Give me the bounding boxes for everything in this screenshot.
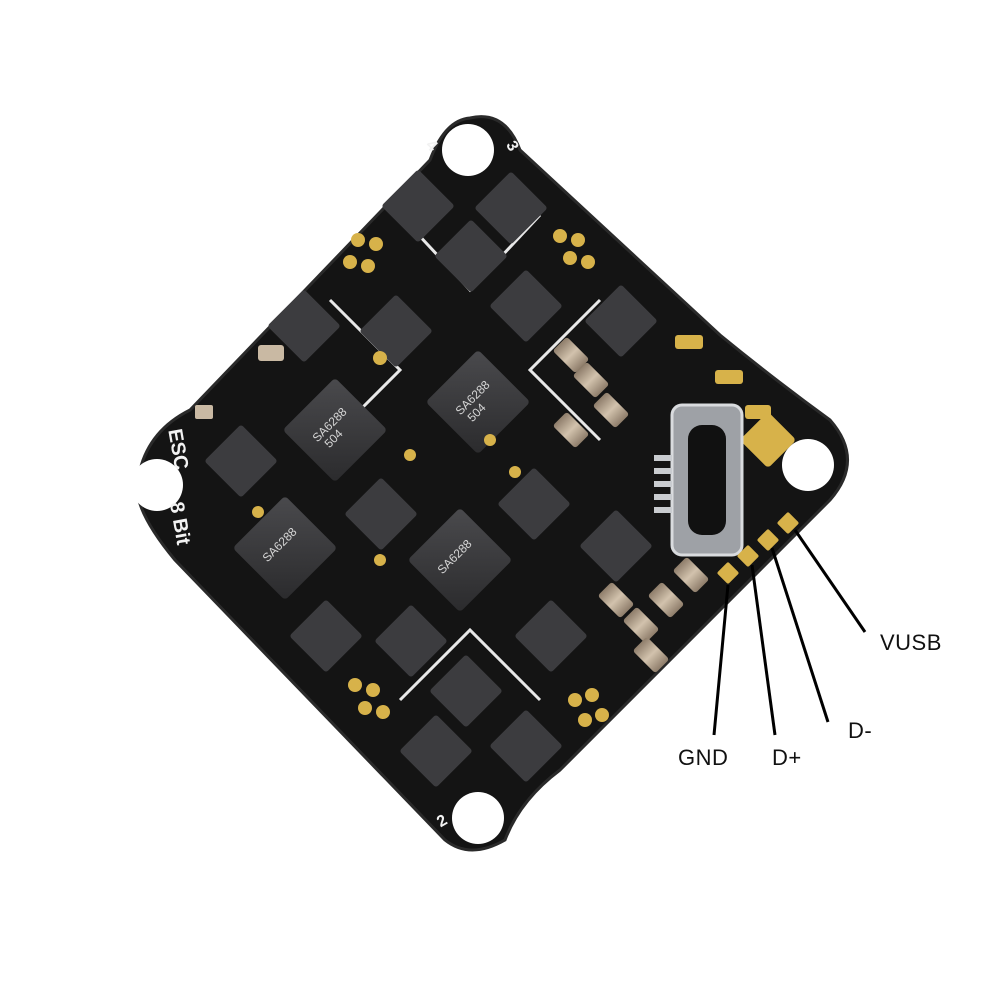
- mosfet: [382, 170, 454, 242]
- callout-line-vusb: [793, 529, 867, 633]
- micro-usb-port: [654, 403, 744, 557]
- mosfet: [268, 290, 340, 362]
- mosfet: [498, 468, 570, 540]
- mosfet: [490, 710, 562, 782]
- mosfet: [435, 220, 507, 292]
- mosfet: [400, 715, 472, 787]
- mounting-holes: [131, 124, 834, 844]
- pad-d-minus: [757, 529, 779, 551]
- main-chips: [234, 351, 529, 611]
- main-chip: [427, 351, 529, 453]
- solder-pads: [252, 229, 795, 727]
- mosfet: [585, 285, 657, 357]
- label-gnd: GND: [678, 745, 729, 770]
- mounting-hole-top: [442, 124, 494, 176]
- pad-gnd: [717, 562, 739, 584]
- label-d-minus: D-: [848, 718, 873, 743]
- mosfet: [290, 600, 362, 672]
- mosfet: [515, 600, 587, 672]
- pad-vusb: [777, 512, 799, 534]
- mosfet: [345, 478, 417, 550]
- mounting-hole-left: [131, 459, 183, 511]
- callout-line-d-minus: [770, 547, 830, 723]
- main-chip: [234, 497, 336, 599]
- callout-lines: [712, 529, 867, 736]
- mosfet: [490, 270, 562, 342]
- label-d-plus: D+: [772, 745, 802, 770]
- mounting-hole-right: [782, 439, 834, 491]
- mosfet: [205, 425, 277, 497]
- capacitors: [195, 337, 709, 673]
- main-chip: [409, 509, 511, 611]
- callout-line-d-plus: [750, 564, 777, 736]
- main-chip: [284, 379, 386, 481]
- silkscreen-outlines: [328, 213, 602, 702]
- usb-test-pads: [717, 512, 799, 584]
- mosfet: [375, 605, 447, 677]
- label-vusb: VUSB: [880, 630, 942, 655]
- mosfet: [430, 655, 502, 727]
- mosfet: [580, 510, 652, 582]
- pad-d-plus: [737, 545, 759, 567]
- mosfet-chips: [205, 170, 657, 787]
- callout-line-gnd: [712, 584, 730, 736]
- mosfet: [475, 172, 547, 244]
- mosfet: [360, 295, 432, 367]
- mounting-hole-bottom: [452, 792, 504, 844]
